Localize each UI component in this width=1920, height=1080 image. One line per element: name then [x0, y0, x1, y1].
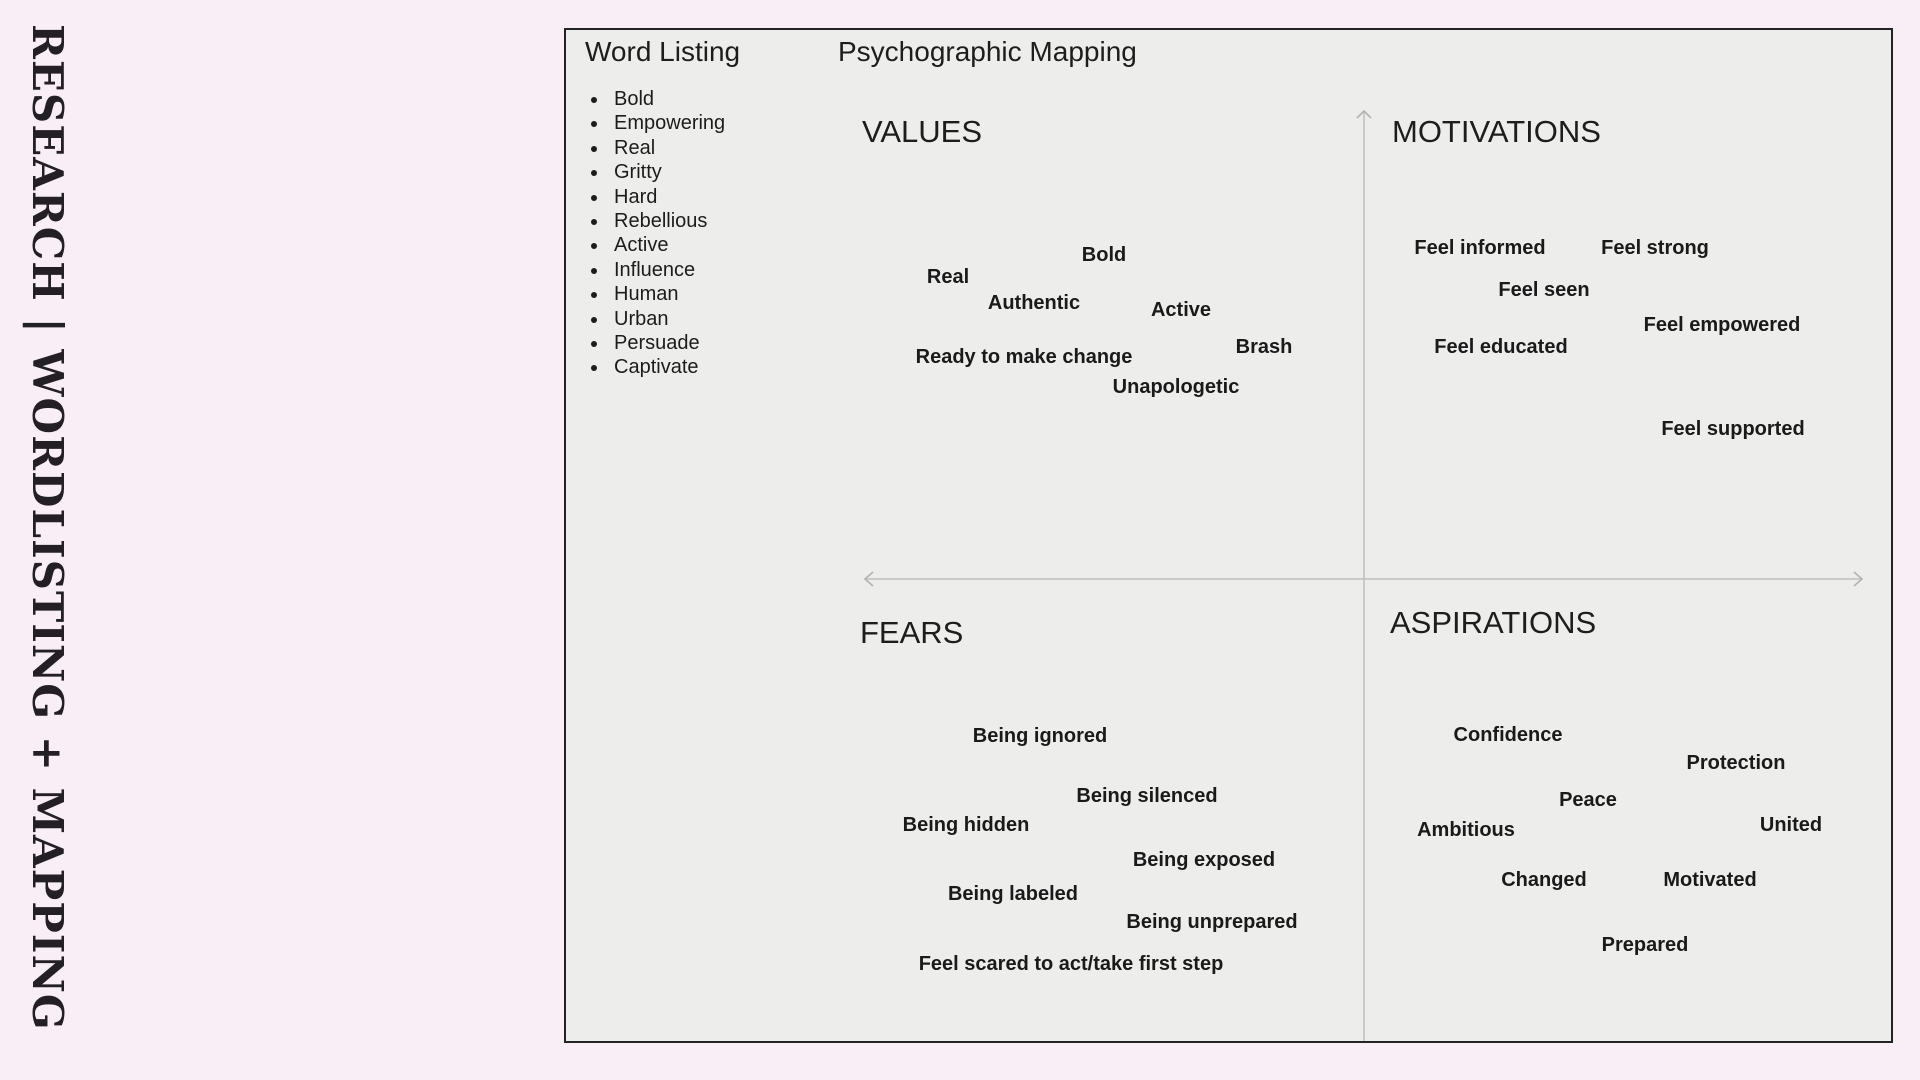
mapped-word-aspirations[interactable]: United [1759, 814, 1823, 836]
word-list-item: Captivate [609, 355, 725, 379]
mapped-word-aspirations[interactable]: Protection [1686, 752, 1786, 774]
word-list-item: Real [609, 136, 725, 160]
mapped-word-motivations[interactable]: Feel strong [1601, 237, 1709, 259]
mapped-word-fears[interactable]: Being ignored [972, 725, 1108, 747]
mapped-word-motivations[interactable]: Feel seen [1498, 279, 1590, 301]
mapped-word-aspirations[interactable]: Ambitious [1417, 819, 1515, 841]
mapped-word-motivations[interactable]: Feel supported [1661, 418, 1805, 440]
mapped-word-values[interactable]: Unapologetic [1112, 376, 1240, 398]
word-list-item: Persuade [609, 331, 725, 355]
quadrant-label-aspirations: ASPIRATIONS [1390, 605, 1597, 640]
mapped-word-fears[interactable]: Feel scared to act/take first step [918, 953, 1224, 975]
mapped-word-values[interactable]: Authentic [987, 292, 1081, 314]
mapped-word-motivations[interactable]: Feel empowered [1643, 314, 1801, 336]
mapped-word-values[interactable]: Active [1150, 299, 1212, 321]
mapped-word-motivations[interactable]: Feel educated [1434, 336, 1568, 358]
mapped-word-fears[interactable]: Being unprepared [1126, 911, 1298, 933]
mapped-word-fears[interactable]: Being labeled [947, 883, 1079, 905]
word-list-item: Gritty [609, 160, 725, 184]
mapped-word-fears[interactable]: Being exposed [1132, 849, 1276, 871]
mapping-panel [564, 28, 1893, 1043]
quadrant-label-fears: FEARS [860, 615, 964, 650]
mapped-word-aspirations[interactable]: Motivated [1663, 869, 1757, 891]
word-list-item: Rebellious [609, 209, 725, 233]
mapped-word-fears[interactable]: Being hidden [902, 814, 1030, 836]
section-title-ribbon: RESEARCH | WORDLISTING + MAPPING [23, 24, 72, 1031]
mapped-word-aspirations[interactable]: Prepared [1601, 934, 1689, 956]
mapped-word-aspirations[interactable]: Confidence [1453, 724, 1563, 746]
word-listing-title: Word Listing [585, 36, 741, 67]
mapped-word-values[interactable]: Bold [1081, 244, 1127, 266]
word-list-item: Hard [609, 185, 725, 209]
mapped-word-fears[interactable]: Being silenced [1076, 785, 1218, 807]
quadrant-label-values: VALUES [862, 114, 983, 149]
word-list-item: Empowering [609, 111, 725, 135]
mapped-word-values[interactable]: Real [926, 266, 970, 288]
psychographic-mapping-title: Psychographic Mapping [838, 36, 1137, 67]
quadrant-label-motivations: MOTIVATIONS [1392, 114, 1601, 149]
word-list-item: Human [609, 282, 725, 306]
mapped-word-motivations[interactable]: Feel informed [1414, 237, 1546, 259]
word-list-item: Influence [609, 258, 725, 282]
mapped-word-values[interactable]: Brash [1235, 336, 1293, 358]
mapped-word-values[interactable]: Ready to make change [915, 346, 1133, 368]
word-list-item: Bold [609, 87, 725, 111]
mapped-word-aspirations[interactable]: Peace [1559, 789, 1617, 811]
word-list-item: Active [609, 233, 725, 257]
word-list: BoldEmpoweringRealGrittyHardRebelliousAc… [592, 87, 725, 380]
word-list-item: Urban [609, 307, 725, 331]
mapped-word-aspirations[interactable]: Changed [1501, 869, 1587, 891]
